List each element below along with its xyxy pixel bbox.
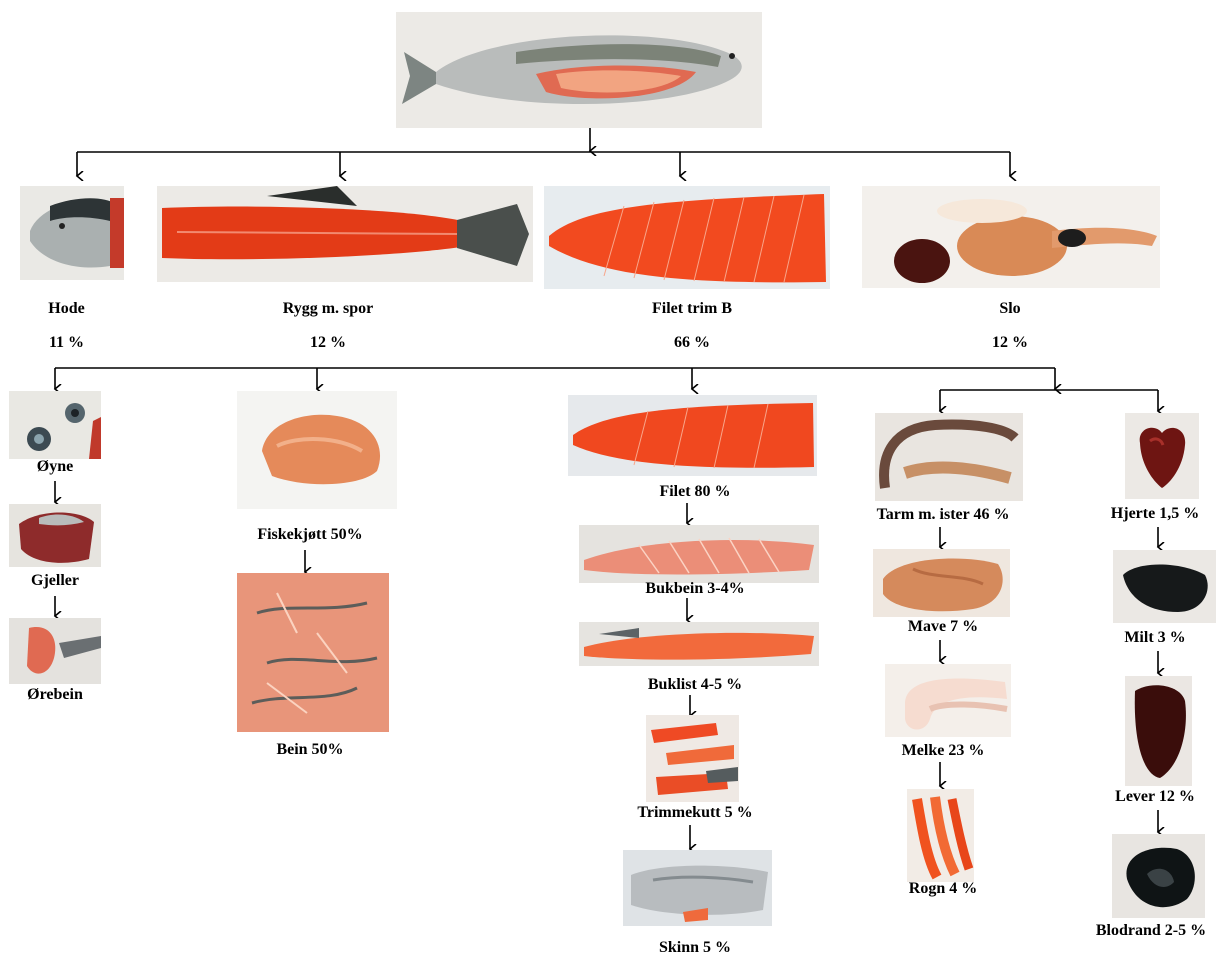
- skin-photo: [623, 850, 772, 926]
- lever-label: Lever 12 %: [1080, 788, 1223, 806]
- rogn-label: Rogn 4 %: [858, 880, 1028, 898]
- hjerte-label: Hjerte 1,5 %: [1080, 505, 1223, 523]
- milt-label: Milt 3 %: [1080, 629, 1223, 647]
- buklist-label: Buklist 4-5 %: [600, 676, 790, 694]
- filet-percent: 66 %: [592, 334, 792, 352]
- rygg-label: Rygg m. spor: [228, 300, 428, 318]
- fillet-trim-photo: [544, 186, 830, 289]
- hode-label: Hode: [20, 300, 113, 318]
- heart-photo: [1125, 413, 1199, 499]
- skinn-label: Skinn 5 %: [600, 939, 790, 956]
- orebein-label: Ørebein: [9, 686, 101, 704]
- rygg-percent: 12 %: [228, 334, 428, 352]
- slo-percent: 12 %: [950, 334, 1070, 352]
- oyne-label: Øyne: [9, 458, 101, 476]
- gill-cover-photo: [9, 618, 101, 684]
- belly-flap-photo: [579, 622, 819, 666]
- filet80-label: Filet 80 %: [600, 483, 790, 501]
- slo-label: Slo: [950, 300, 1070, 318]
- roe-photo: [907, 789, 974, 882]
- stomach-photo: [873, 549, 1010, 617]
- intestine-photo: [875, 413, 1023, 501]
- kidney-photo: [1112, 834, 1205, 918]
- blodrand-label: Blodrand 2-5 %: [1076, 922, 1223, 940]
- gills-photo: [9, 504, 101, 567]
- back-spine-photo: [157, 186, 533, 282]
- milt-sac-photo: [885, 664, 1011, 737]
- bein-label: Bein 50%: [220, 741, 400, 759]
- gjeller-label: Gjeller: [9, 572, 101, 590]
- trimmekutt-label: Trimmekutt 5 %: [600, 804, 790, 822]
- whole-trout-photo: [396, 12, 762, 128]
- spleen-photo: [1113, 550, 1216, 623]
- hode-percent: 11 %: [20, 334, 113, 352]
- filet-label: Filet trim B: [592, 300, 792, 318]
- head-photo: [20, 186, 124, 280]
- bukbein-label: Bukbein 3-4%: [600, 580, 790, 598]
- tarm-label: Tarm m. ister 46 %: [858, 506, 1028, 524]
- viscera-photo: [862, 186, 1160, 288]
- trimmings-photo: [646, 715, 739, 802]
- melke-label: Melke 23 %: [858, 742, 1028, 760]
- bones-photo: [237, 573, 389, 732]
- fillet-80-photo: [568, 395, 817, 476]
- liver-photo: [1125, 676, 1192, 786]
- belly-bone-photo: [579, 525, 819, 583]
- mave-label: Mave 7 %: [858, 618, 1028, 636]
- eyes-photo: [9, 391, 101, 459]
- fish-meat-photo: [237, 391, 397, 509]
- fiskekjott-label: Fiskekjøtt 50%: [220, 526, 400, 544]
